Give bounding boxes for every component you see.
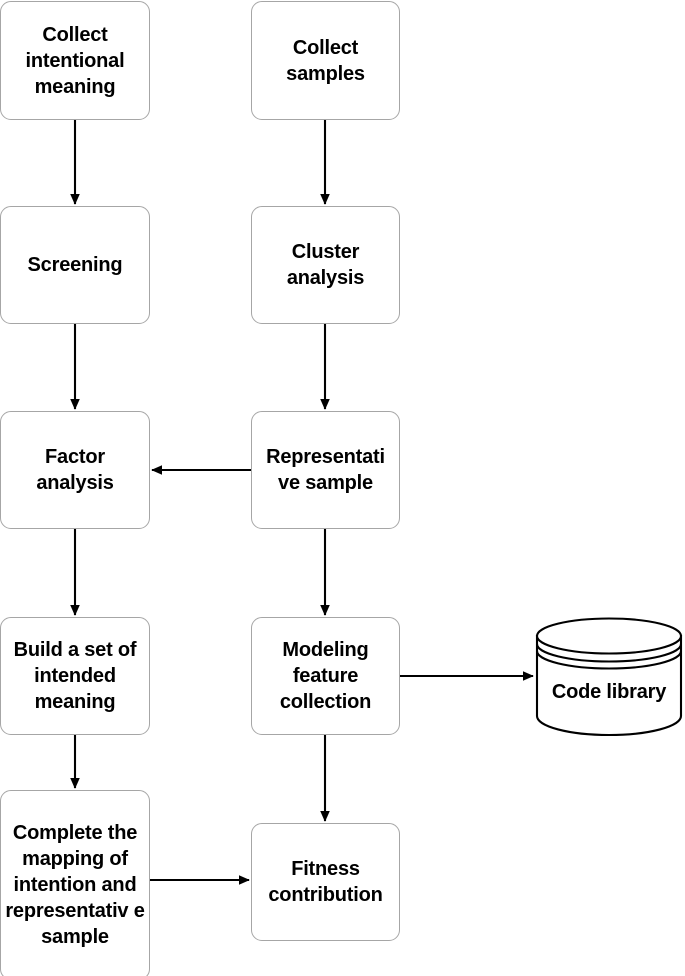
node-code-library[interactable]: Code library [535,617,683,737]
node-collect-intentional-meaning[interactable]: Collect intentional meaning [0,1,150,120]
node-label: Factor analysis [36,446,114,494]
node-label: Cluster analysis [286,241,365,289]
database-disc-line-1 [535,643,683,663]
node-build-a-set-of-intended-meaning[interactable]: Build a set of intended meaning [0,617,150,735]
node-label: Complete the mapping of intention and re… [5,822,145,948]
node-label: Build a set of intended meaning [13,639,137,713]
node-label: Modeling feature collection [279,639,372,713]
node-cluster-analysis[interactable]: Cluster analysis [251,206,400,324]
node-label: Fitness contribution [268,858,383,906]
database-disc-line-2 [535,650,683,670]
node-screening[interactable]: Screening [0,206,150,324]
node-factor-analysis[interactable]: Factor analysis [0,411,150,529]
node-label: Representati ve sample [266,446,385,494]
node-fitness-contribution[interactable]: Fitness contribution [251,823,400,941]
node-representative-sample[interactable]: Representati ve sample [251,411,400,529]
node-modeling-feature-collection[interactable]: Modeling feature collection [251,617,400,735]
node-label: Collect samples [286,36,365,85]
database-top-disc [535,617,683,655]
node-label: Screening [27,254,123,276]
node-complete-the-mapping[interactable]: Complete the mapping of intention and re… [0,790,150,976]
node-collect-samples[interactable]: Collect samples [251,1,400,120]
node-label: Collect intentional meaning [25,23,125,98]
